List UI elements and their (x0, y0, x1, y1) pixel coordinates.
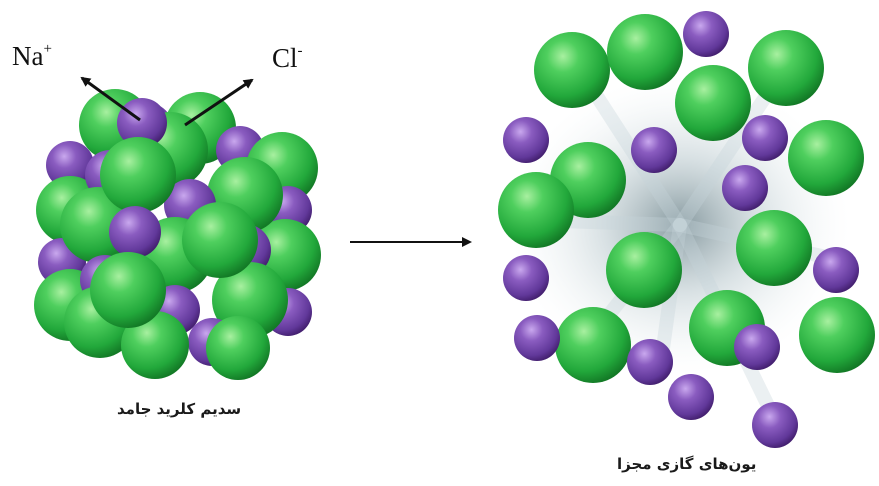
chloride-ion (736, 210, 812, 286)
gas-ions (498, 11, 875, 448)
sodium-ion (503, 117, 549, 163)
sodium-ion (734, 324, 780, 370)
sodium-ion (109, 206, 161, 258)
sodium-ion (722, 165, 768, 211)
chloride-ion (607, 14, 683, 90)
sodium-ion (631, 127, 677, 173)
sodium-symbol: Na (12, 41, 43, 71)
gas-caption: یون‌های گازی مجزا (617, 455, 756, 473)
sodium-ion (813, 247, 859, 293)
sodium-ion-label: Na+ (12, 42, 52, 70)
sodium-charge: + (43, 41, 51, 57)
sodium-ion (683, 11, 729, 57)
solid-caption: سدیم کلرید جامد (117, 400, 241, 418)
chloride-ion (748, 30, 824, 106)
sodium-ion (752, 402, 798, 448)
chloride-ion (90, 252, 166, 328)
sodium-ion (742, 115, 788, 161)
sodium-ion (627, 339, 673, 385)
chloride-ion (675, 65, 751, 141)
chloride-ion (206, 316, 270, 380)
chloride-ion (788, 120, 864, 196)
chloride-ion (100, 137, 176, 213)
chloride-ion (799, 297, 875, 373)
chloride-ion (498, 172, 574, 248)
chloride-ion-label: Cl- (272, 44, 303, 72)
chloride-ion (555, 307, 631, 383)
sodium-ion (514, 315, 560, 361)
sodium-ion (503, 255, 549, 301)
chloride-ion (534, 32, 610, 108)
sodium-ion (668, 374, 714, 420)
solid-crystal (34, 89, 321, 380)
chloride-symbol: Cl (272, 43, 298, 73)
chloride-ion (182, 202, 258, 278)
chloride-charge: - (298, 43, 303, 59)
chloride-ion (606, 232, 682, 308)
